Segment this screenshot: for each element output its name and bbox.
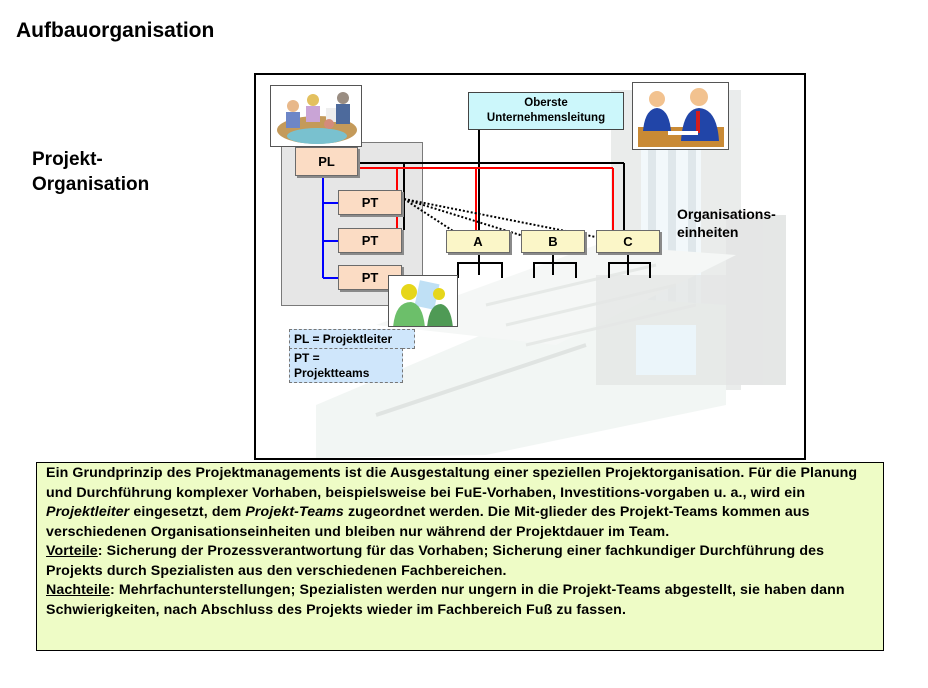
description-paragraph: Ein Grundprinzip des Projektmanagements … — [46, 464, 874, 542]
project-leader-box: PL — [295, 147, 358, 176]
assignment-line — [403, 198, 547, 244]
org-units-label-line1: Organisations- — [677, 206, 776, 222]
org-unit-box: A — [446, 230, 510, 253]
term-projekt-teams: Projekt-Teams — [245, 504, 344, 520]
description-text: eingesetzt, dem — [129, 504, 246, 520]
project-team-box: PT — [338, 228, 402, 253]
legend-pt-line1: PT = — [294, 351, 320, 365]
business-meeting-clipart — [632, 82, 729, 150]
org-units-label: Organisations- einheiten — [677, 205, 776, 241]
project-team-label: PT — [361, 270, 379, 285]
section-title: Projekt- Organisation — [32, 147, 149, 197]
project-team-label: PT — [361, 233, 379, 248]
assignment-line — [403, 198, 622, 243]
pros-paragraph: Vorteile: Sicherung der Prozessverantwor… — [46, 542, 874, 581]
cons-paragraph: Nachteile: Mehrfachunterstellungen; Spez… — [46, 581, 874, 620]
org-unit-label: A — [473, 234, 483, 249]
top-management-label-line2: Unternehmensleitung — [486, 112, 606, 124]
org-units-label-line2: einheiten — [677, 224, 739, 240]
description-text: zugeordnet werden. Die Mit-glieder des P… — [46, 504, 810, 540]
pros-text: : Sicherung der Prozessverantwortung für… — [46, 543, 825, 579]
org-unit-label: C — [623, 234, 633, 249]
description-box: Ein Grundprinzip des Projektmanagements … — [36, 462, 884, 651]
legend-pl-text: PL = Projektleiter — [294, 332, 393, 346]
top-management-label-line1: Oberste — [524, 97, 568, 109]
description-text: Ein Grundprinzip des Projektmanagements … — [46, 465, 858, 501]
org-unit-box: B — [521, 230, 585, 253]
project-team-label: PT — [361, 195, 379, 210]
cons-label: Nachteile — [46, 582, 110, 598]
legend-pt: PT = Projektteams — [289, 348, 403, 383]
team-meeting-clipart — [270, 85, 362, 147]
construction-workers-clipart — [388, 275, 458, 327]
pros-label: Vorteile — [46, 543, 98, 559]
cons-text: : Mehrfachunterstellungen; Spezialisten … — [46, 582, 845, 618]
legend-pt-line2: Projektteams — [294, 366, 370, 380]
section-title-line2: Organisation — [32, 174, 150, 195]
legend-pl: PL = Projektleiter — [289, 329, 415, 349]
project-leader-label: PL — [318, 154, 335, 169]
project-team-box: PT — [338, 190, 402, 215]
org-unit-label: B — [548, 234, 558, 249]
org-chart-diagram: Oberste Unternehmensleitung — [254, 73, 806, 460]
term-projektleiter: Projektleiter — [46, 504, 130, 520]
org-unit-box: C — [596, 230, 660, 253]
section-title-line1: Projekt- — [32, 149, 103, 170]
page-title: Aufbauorganisation — [16, 19, 215, 42]
top-management-box: Oberste Unternehmensleitung — [468, 92, 624, 130]
